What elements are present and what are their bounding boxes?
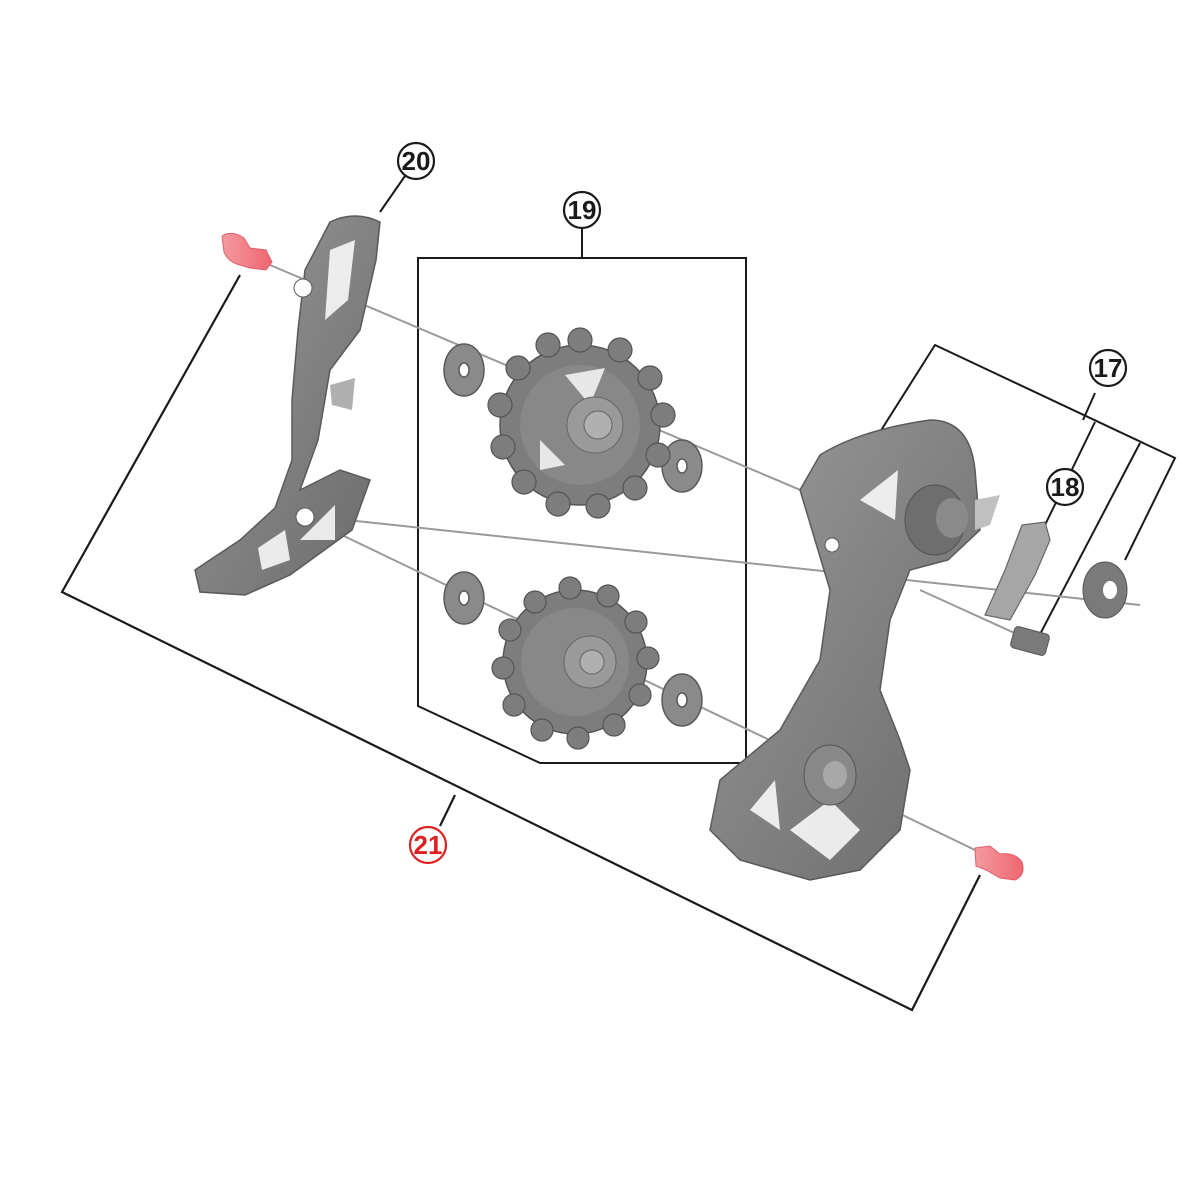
bracket-21 [60,274,981,1012]
svg-text:20: 20 [402,146,431,176]
callout-21: 21 [408,825,448,865]
svg-text:19: 19 [568,195,597,225]
guide-pulley [487,327,676,519]
washer [1082,561,1128,619]
inner-plate [709,419,1000,881]
svg-text:21: 21 [414,830,443,860]
bracket-19 [417,226,747,764]
callout-20: 20 [396,141,436,181]
outer-plate [194,215,381,596]
pulley-bolt-lower [974,845,1024,881]
callout-19: 19 [562,190,602,230]
stopper-bolt [1010,626,1050,656]
svg-text:17: 17 [1094,353,1123,383]
svg-text:18: 18 [1051,472,1080,502]
callout-17: 17 [1088,348,1128,388]
tension-pulley [491,576,660,750]
pulley-washers [443,343,703,727]
stopper-plate [984,521,1051,621]
callout-18: 18 [1045,467,1085,507]
leader-20 [379,175,406,213]
pulley-bolt-upper [221,232,273,271]
bracket-17 [879,343,1177,641]
